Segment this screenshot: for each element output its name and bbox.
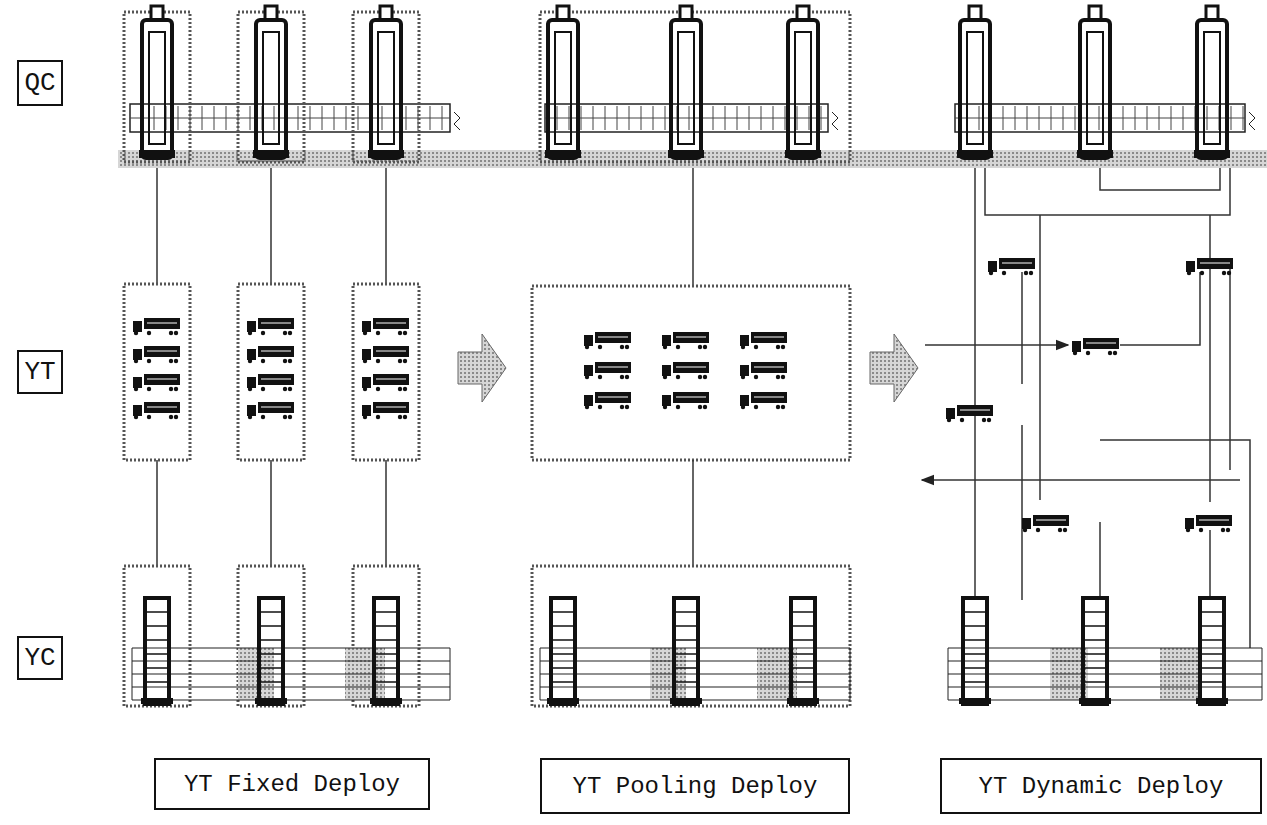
yard-truck	[946, 405, 993, 422]
yard-truck	[662, 332, 709, 349]
yard-crane	[670, 598, 702, 704]
vessel	[955, 104, 1255, 132]
quay-crane	[1194, 6, 1230, 158]
yard-truck	[1186, 258, 1233, 275]
yard-crane	[1196, 598, 1228, 704]
link-line	[1021, 425, 1023, 600]
row-label-box: QC	[17, 60, 63, 106]
quay-crane	[668, 6, 704, 158]
yard-truck	[584, 332, 631, 349]
group-frame	[238, 284, 304, 460]
yard-truck	[362, 402, 409, 419]
link-line	[1229, 260, 1231, 470]
group-frame	[124, 12, 190, 162]
link-line	[1100, 168, 1220, 190]
link-line	[1209, 530, 1211, 600]
group-frame	[540, 12, 850, 162]
yard-truck	[1072, 338, 1119, 355]
caption-box: YT Fixed Deploy	[154, 758, 430, 810]
yard-truck	[133, 318, 180, 335]
yard-crane	[959, 598, 991, 704]
transition-arrow	[870, 334, 918, 402]
quay-crane	[253, 6, 289, 158]
yard-truck	[740, 332, 787, 349]
link-line	[270, 168, 272, 284]
yard-crane	[370, 598, 402, 704]
yard-truck	[662, 362, 709, 379]
caption-text: YT Fixed Deploy	[184, 771, 400, 798]
link-line	[1100, 440, 1250, 648]
group-frame	[532, 566, 850, 706]
link-line	[922, 479, 1240, 481]
yard-truck	[247, 346, 294, 363]
yard-crane	[255, 598, 287, 704]
row-label: YT	[24, 357, 55, 387]
caption-box: YT Dynamic Deploy	[940, 758, 1262, 814]
row-label: YC	[24, 643, 55, 673]
yard-truck	[1022, 515, 1069, 532]
group-frame	[353, 12, 419, 162]
row-label: QC	[24, 68, 55, 98]
yard-truck	[362, 346, 409, 363]
link-line	[1120, 272, 1200, 345]
quay-crane	[1077, 6, 1113, 158]
group-frame	[124, 566, 190, 706]
quay-crane	[785, 6, 821, 158]
quay-crane	[139, 6, 175, 158]
yard-truck	[362, 318, 409, 335]
link-line	[692, 168, 694, 286]
link-line	[156, 460, 158, 566]
yard-truck	[1185, 515, 1232, 532]
yard-truck	[662, 392, 709, 409]
group-frame	[238, 12, 304, 162]
group-frame	[238, 566, 304, 706]
row-label-box: YT	[17, 350, 63, 394]
yard-truck	[584, 362, 631, 379]
yard-truck	[247, 374, 294, 391]
link-line	[925, 344, 1068, 346]
link-line	[385, 168, 387, 284]
link-line	[1039, 215, 1041, 500]
link-line	[1099, 522, 1101, 600]
yard-truck	[740, 392, 787, 409]
caption-text: YT Dynamic Deploy	[979, 773, 1224, 800]
link-line	[270, 460, 272, 566]
yard-truck	[362, 374, 409, 391]
yard-crane	[787, 598, 819, 704]
yard-crane	[547, 598, 579, 704]
group-frame	[124, 284, 190, 460]
yard-block	[132, 648, 450, 700]
yard-truck	[988, 258, 1035, 275]
link-line	[985, 168, 1230, 215]
link-line	[974, 168, 976, 600]
link-line	[1021, 272, 1023, 384]
quay-crane	[957, 6, 993, 158]
yard-crane	[1079, 598, 1111, 704]
illustration	[124, 6, 1262, 706]
yard-truck	[133, 402, 180, 419]
group-frame	[353, 284, 419, 460]
transition-arrow	[458, 334, 506, 402]
link-line	[385, 460, 387, 566]
quay-crane	[545, 6, 581, 158]
group-frame	[532, 286, 850, 460]
yard-block	[540, 648, 850, 700]
yard-truck	[584, 392, 631, 409]
link-line	[692, 460, 694, 566]
quay-crane	[368, 6, 404, 158]
yard-truck	[133, 374, 180, 391]
caption-box: YT Pooling Deploy	[540, 758, 850, 814]
row-label-box: YC	[17, 636, 63, 680]
link-line	[156, 168, 158, 284]
caption-text: YT Pooling Deploy	[573, 773, 818, 800]
vessel	[130, 104, 460, 132]
yard-truck	[133, 346, 180, 363]
yard-truck	[740, 362, 787, 379]
yard-crane	[141, 598, 173, 704]
yard-truck	[247, 402, 294, 419]
yard-truck	[247, 318, 294, 335]
